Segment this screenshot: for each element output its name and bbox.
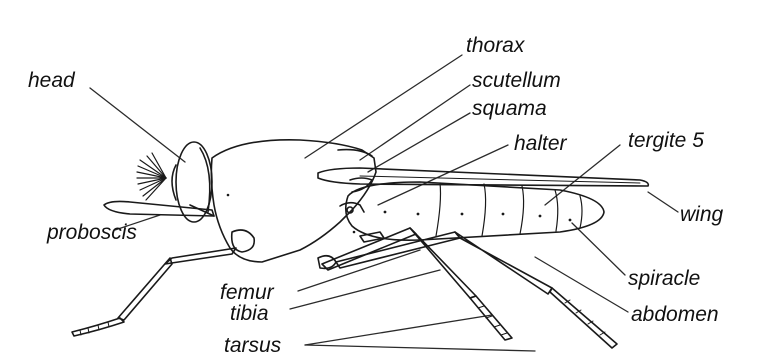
leader-spiracle: [572, 223, 625, 275]
label-proboscis: proboscis: [47, 222, 137, 243]
label-tergite-5: tergite 5: [628, 130, 704, 151]
label-scutellum: scutellum: [472, 70, 561, 91]
front-leg: [72, 248, 236, 336]
middle-leg: [322, 228, 512, 340]
leader-tibia: [290, 270, 440, 309]
leader-abdomen: [535, 257, 628, 312]
label-tarsus: tarsus: [224, 335, 281, 356]
leader-halter: [378, 145, 508, 205]
leader-tarsus-1: [305, 315, 492, 345]
label-thorax: thorax: [466, 35, 524, 56]
leader-wing: [648, 192, 678, 212]
leader-head: [90, 88, 185, 162]
wing: [318, 168, 648, 186]
label-wing: wing: [680, 204, 723, 225]
label-tibia: tibia: [230, 303, 269, 324]
label-femur: femur: [220, 282, 274, 303]
proboscis-part: [104, 201, 214, 216]
label-halter: halter: [514, 133, 567, 154]
leader-tarsus-2: [305, 345, 535, 351]
abdomen: [346, 182, 604, 240]
label-abdomen: abdomen: [631, 304, 719, 325]
leader-squama: [368, 113, 470, 172]
label-spiracle: spiracle: [628, 268, 700, 289]
label-squama: squama: [472, 98, 547, 119]
label-head: head: [28, 70, 75, 91]
